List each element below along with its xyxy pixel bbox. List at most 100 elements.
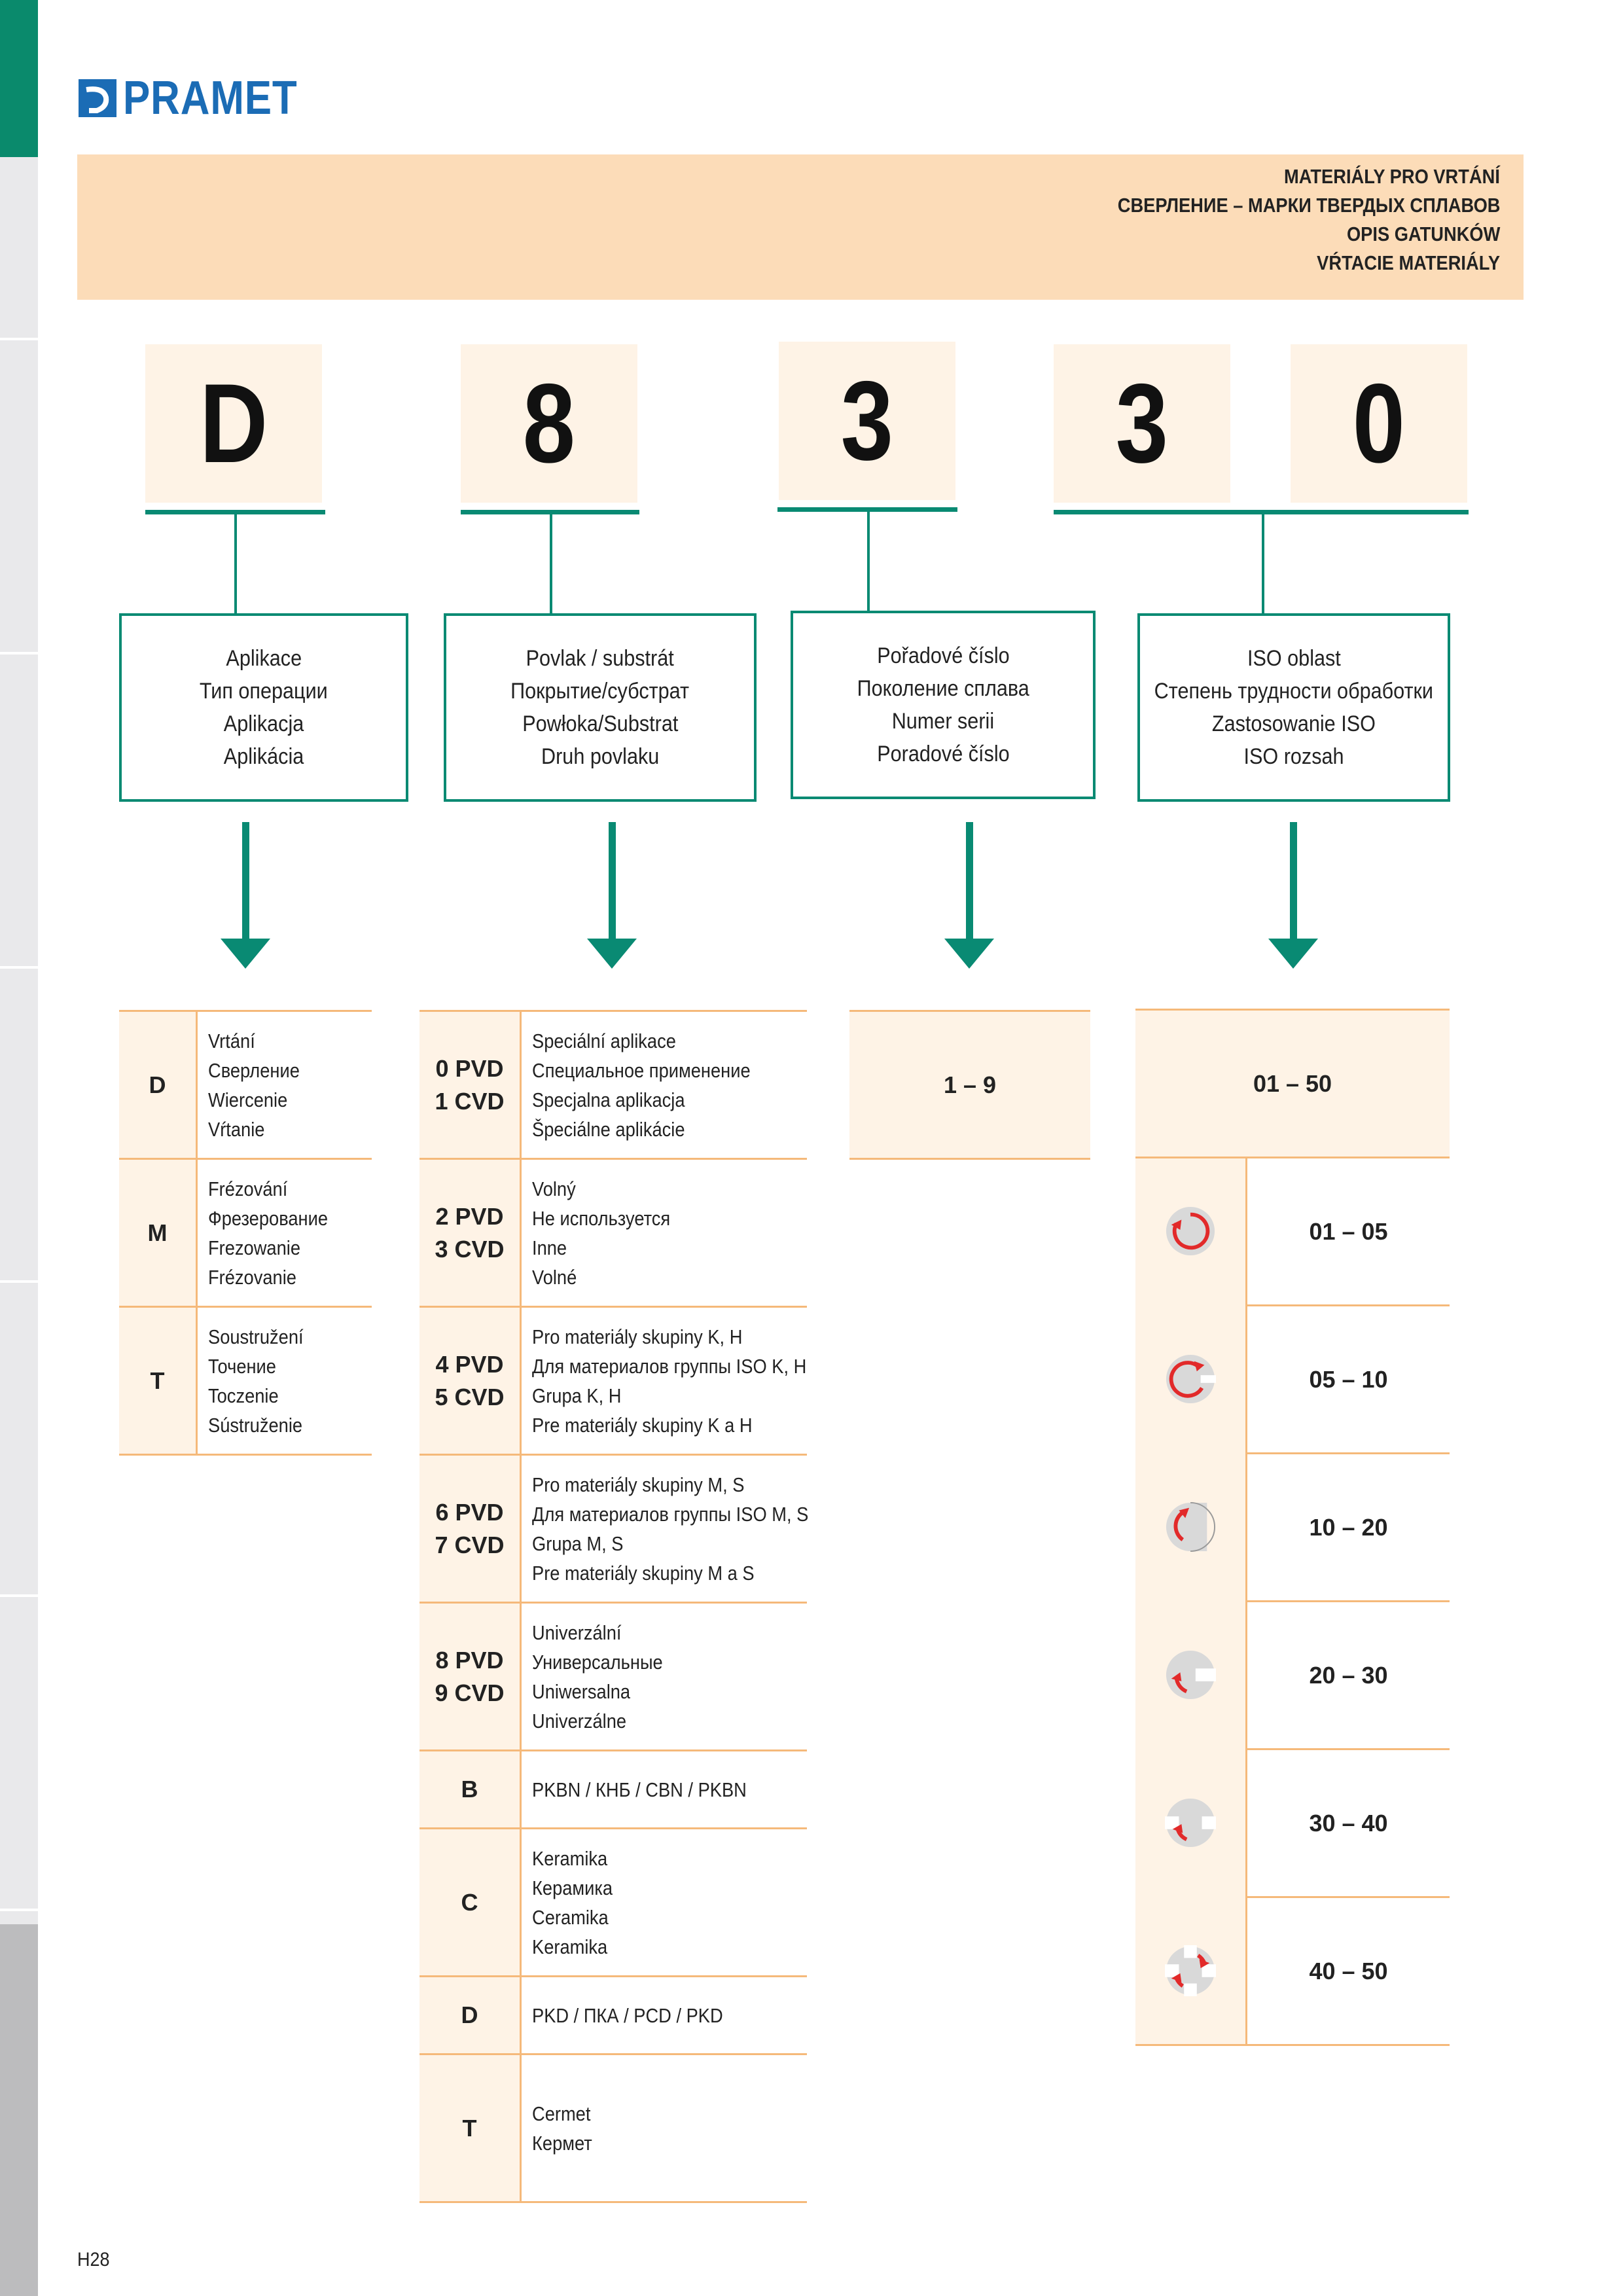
table-row: Volný Не используется Inne Volné <box>522 1160 807 1306</box>
table-row-key: 8 PVD 9 CVD <box>419 1604 520 1749</box>
row-text: Фрезерование <box>208 1206 329 1230</box>
header-title-ru: СВЕРЛЕНИЕ – МАРКИ ТВЕРДЫХ СПЛАВОВ <box>1117 194 1500 217</box>
row-text: PKD / ПКА / PCD / PKD <box>532 2003 723 2027</box>
key-line: 0 PVD <box>435 1054 504 1082</box>
key-line: 6 PVD <box>435 1498 504 1526</box>
iso-row-range: 40 – 50 <box>1309 1958 1388 1984</box>
iso-row-range: 10 – 20 <box>1309 1514 1388 1541</box>
flat-interrupted-cut-icon <box>1166 1501 1215 1552</box>
label-line: Poradové číslo <box>876 742 1010 766</box>
row-text: Uniwersalna <box>532 1679 631 1703</box>
arrow-head <box>944 939 994 969</box>
row-text: Для материалов группы ISO M, S <box>532 1502 809 1526</box>
label-box-iso: ISO oblast Степень трудности обработки Z… <box>1137 613 1450 802</box>
table-row: Soustružení Точение Toczenie Sústruženie <box>198 1308 372 1454</box>
header-title-cz: MATERIÁLY PRO VRTÁNÍ <box>1284 165 1500 188</box>
row-text: Grupa K, H <box>532 1384 622 1407</box>
label-line: ISO oblast <box>1247 646 1341 671</box>
row-text: Univerzálne <box>532 1709 627 1732</box>
heavy-interrupted-cut-icon <box>1165 1945 1216 1996</box>
key-line: D <box>461 2001 478 2028</box>
row-text: Keramika <box>532 1935 608 1958</box>
key-line: 2 PVD <box>435 1202 504 1230</box>
header-band: MATERIÁLY PRO VRTÁNÍ СВЕРЛЕНИЕ – МАРКИ Т… <box>77 154 1524 300</box>
table-row-key: 2 PVD 3 CVD <box>419 1160 520 1306</box>
table-row-key: T <box>119 1308 196 1454</box>
row-text: Кермет <box>532 2131 592 2155</box>
table-row: Keramika Керамика Ceramika Keramika <box>522 1829 807 1975</box>
connector-bar <box>145 510 325 514</box>
code-char: D <box>199 361 268 486</box>
double-slot-cut-icon <box>1165 1798 1216 1848</box>
row-text: Для материалов группы ISO K, H <box>532 1354 807 1378</box>
row-text: Specjalna aplikacja <box>532 1088 685 1111</box>
table-row-key: 6 PVD 7 CVD <box>419 1456 520 1602</box>
iso-icon-column <box>1135 1158 1245 2044</box>
row-text: Soustružení <box>208 1325 304 1348</box>
arrow-down-icon <box>1290 822 1297 940</box>
table-row: Pro materiály skupiny K, H Для материало… <box>522 1308 807 1454</box>
connector-line <box>550 514 552 613</box>
table-row-key: D <box>119 1012 196 1158</box>
row-text: Керамика <box>532 1876 613 1899</box>
brand-logo: PRAMET <box>77 75 326 122</box>
key-line: 3 CVD <box>435 1235 505 1263</box>
row-text: Сверление <box>208 1058 300 1082</box>
label-line: Pořadové číslo <box>876 643 1010 668</box>
table-row: PKBN / КНБ / CBN / PKBN <box>522 1751 807 1827</box>
iso-row-range: 05 – 10 <box>1309 1366 1388 1393</box>
label-line: Степень трудности обработки <box>1154 679 1434 704</box>
row-text: Cermet <box>532 2102 591 2125</box>
continuous-cut-icon <box>1166 1206 1215 1256</box>
label-line: Zastosowanie ISO <box>1211 711 1376 736</box>
table-row-key: M <box>119 1160 196 1306</box>
connector-bar <box>777 507 957 512</box>
arrow-head <box>1268 939 1318 969</box>
row-text: Sústruženie <box>208 1413 303 1437</box>
iso-row-range: 20 – 30 <box>1309 1662 1388 1689</box>
label-line: Покрытие/субстрат <box>510 679 690 704</box>
iso-row-range: 01 – 05 <box>1309 1218 1388 1245</box>
header-title-pl: OPIS GATUNKÓW <box>1346 223 1500 245</box>
arrow-down-icon <box>242 822 249 940</box>
brand-name: PRAMET <box>123 72 298 124</box>
label-line: Aplikacja <box>223 711 304 736</box>
key-line: B <box>461 1776 478 1803</box>
series-range: 1 – 9 <box>849 1012 1090 1158</box>
key-line: 7 CVD <box>435 1531 505 1558</box>
row-text: Универсальные <box>532 1650 663 1674</box>
row-text: Volné <box>532 1265 577 1289</box>
table-row-key: 0 PVD 1 CVD <box>419 1012 520 1158</box>
table-row: Frézování Фрезерование Frezowanie Frézov… <box>198 1160 372 1306</box>
row-text: Volný <box>532 1177 576 1200</box>
code-char-box: D <box>145 344 322 503</box>
arrow-head <box>587 939 637 969</box>
row-text: Univerzální <box>532 1621 622 1644</box>
row-text: Vrtání <box>208 1029 255 1052</box>
key-line: C <box>461 1888 478 1916</box>
label-line: ISO rozsah <box>1243 744 1344 769</box>
row-text: Frézování <box>208 1177 288 1200</box>
key-line: 9 CVD <box>435 1679 505 1706</box>
connector-line <box>1262 514 1264 613</box>
row-text: Vŕtanie <box>208 1117 265 1141</box>
row-text: Wiercenie <box>208 1088 288 1111</box>
table-row: Cermet Кермет <box>522 2055 807 2201</box>
row-text: Grupa M, S <box>532 1532 624 1555</box>
label-line: Aplikace <box>226 646 302 671</box>
key-line: 4 PVD <box>435 1350 504 1378</box>
label-line: Aplikácia <box>223 744 304 769</box>
key-line: 1 CVD <box>435 1087 505 1115</box>
label-line: Тип операции <box>200 679 328 704</box>
table-row: Univerzální Универсальные Uniwersalna Un… <box>522 1604 807 1749</box>
row-text: Специальное применение <box>532 1058 751 1082</box>
code-char: 0 <box>1352 361 1406 486</box>
code-char-box: 0 <box>1291 344 1467 503</box>
page-number: H28 <box>77 2249 110 2270</box>
label-line: Povlak / substrát <box>526 646 675 671</box>
label-line: Numer serii <box>891 709 995 734</box>
label-box-application: Aplikace Тип операции Aplikacja Aplikáci… <box>119 613 408 802</box>
label-box-series: Pořadové číslo Поколение сплава Numer se… <box>791 611 1096 799</box>
table-row-key: B <box>419 1751 520 1827</box>
section-tab-active <box>0 0 38 157</box>
